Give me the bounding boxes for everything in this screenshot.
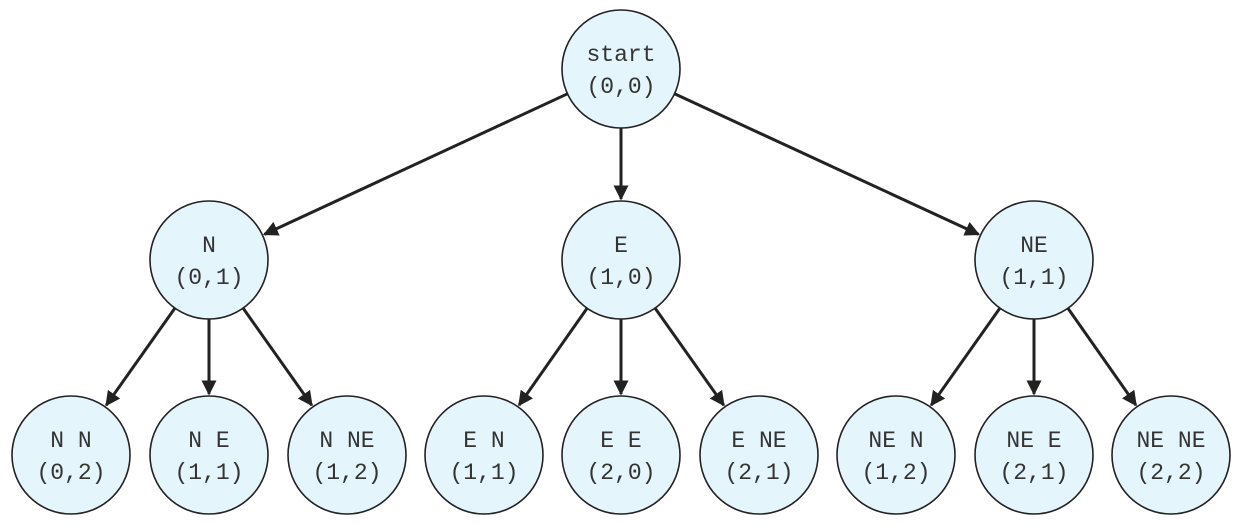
edge-e-to-ene (653, 307, 725, 407)
edge-ne-to-nen (930, 307, 1002, 407)
tree-node-ee: E E (2,0) (561, 395, 681, 515)
tree-node-nen: NE N (1,2) (836, 395, 956, 515)
edge-n-to-nn (105, 307, 177, 407)
node-circle (699, 395, 819, 515)
node-coordinate-label: (2,0) (586, 460, 655, 486)
node-path-label: N E (188, 428, 229, 454)
node-coordinate-label: (1,2) (861, 460, 930, 486)
tree-node-start: start (0,0) (561, 9, 681, 129)
node-circle (974, 200, 1094, 320)
node-circle (836, 395, 956, 515)
edge-start-to-ne (673, 92, 980, 236)
tree-node-e: E (1,0) (561, 200, 681, 320)
node-path-label: N N (50, 428, 91, 454)
tree-node-nn: N N (0,2) (11, 395, 131, 515)
tree-node-ne: NE (1,1) (974, 200, 1094, 320)
node-path-label: E E (600, 428, 641, 454)
node-coordinate-label: (1,0) (586, 265, 655, 291)
node-coordinate-label: (0,1) (174, 265, 243, 291)
node-path-label: N NE (319, 428, 374, 454)
node-circle (149, 200, 269, 320)
node-circle (974, 395, 1094, 515)
edge-start-to-n (262, 92, 569, 236)
node-path-label: E NE (731, 428, 786, 454)
tree-node-nene: NE NE (2,2) (1111, 395, 1231, 515)
node-path-label: N (202, 233, 216, 259)
node-circle (424, 395, 544, 515)
tree-node-ene: E NE (2,1) (699, 395, 819, 515)
tree-node-nee: NE E (2,1) (974, 395, 1094, 515)
node-coordinate-label: (2,1) (724, 460, 793, 486)
node-path-label: NE NE (1136, 428, 1205, 454)
edge-e-to-en (517, 307, 589, 407)
nodes: start (0,0) N (0,1) E (1,0) NE (1,1) N N (0,2) N E… (11, 9, 1231, 515)
node-path-label: E N (463, 428, 504, 454)
node-coordinate-label: (1,1) (174, 460, 243, 486)
node-circle (561, 9, 681, 129)
node-path-label: NE N (868, 428, 923, 454)
edge-n-to-nne (241, 307, 313, 407)
node-coordinate-label: (1,1) (999, 265, 1068, 291)
node-coordinate-label: (0,2) (36, 460, 105, 486)
node-circle (287, 395, 407, 515)
node-path-label: start (586, 42, 655, 68)
tree-node-nne: N NE (1,2) (287, 395, 407, 515)
tree-node-n: N (0,1) (149, 200, 269, 320)
node-circle (11, 395, 131, 515)
tree-node-nE: N E (1,1) (149, 395, 269, 515)
node-path-label: E (614, 233, 628, 259)
edge-ne-to-nene (1066, 307, 1138, 407)
node-coordinate-label: (1,2) (312, 460, 381, 486)
node-circle (561, 395, 681, 515)
node-circle (149, 395, 269, 515)
node-coordinate-label: (1,1) (449, 460, 518, 486)
tree-node-en: E N (1,1) (424, 395, 544, 515)
node-coordinate-label: (0,0) (586, 74, 655, 100)
node-path-label: NE E (1006, 428, 1061, 454)
node-circle (561, 200, 681, 320)
edges (105, 92, 1138, 407)
node-coordinate-label: (2,1) (999, 460, 1068, 486)
node-coordinate-label: (2,2) (1136, 460, 1205, 486)
node-path-label: NE (1020, 233, 1048, 259)
node-circle (1111, 395, 1231, 515)
